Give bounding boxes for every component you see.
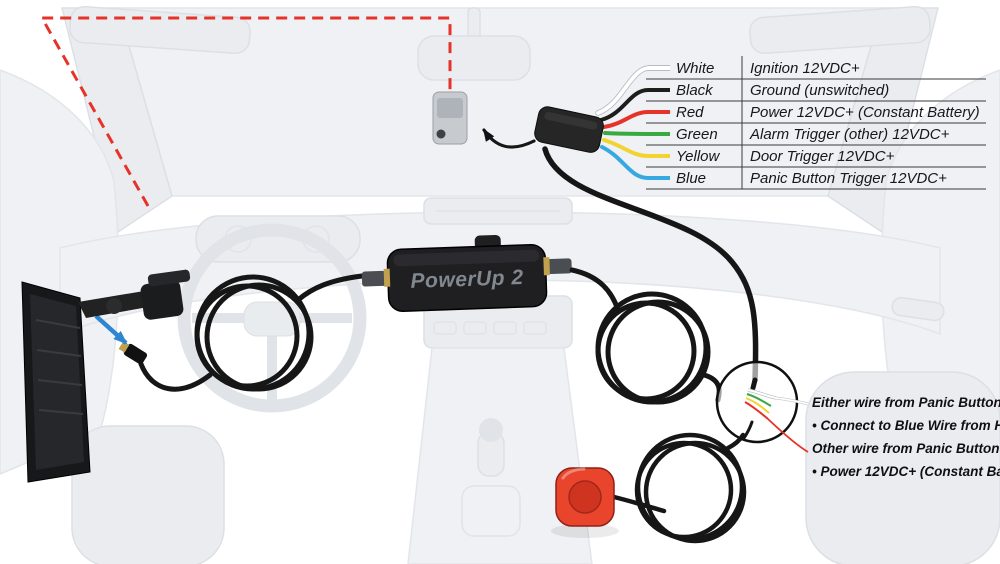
powerup-left-cable — [295, 273, 365, 303]
legend-color-name: Red — [676, 104, 704, 121]
mirror-device — [432, 91, 468, 145]
wire-blue — [600, 145, 650, 180]
powerup-right-connector — [547, 258, 572, 275]
legend-desc: Ignition 12VDC+ — [750, 60, 860, 77]
wire-green — [603, 131, 650, 136]
harness-main-cable — [542, 146, 759, 383]
wire-legend: White Ignition 12VDC+ Black Ground (unsw… — [646, 56, 986, 190]
splice-wire-white — [747, 389, 777, 399]
seat-right — [805, 371, 1000, 564]
leader-wire-white — [775, 397, 809, 405]
sun-visor-right — [749, 5, 931, 55]
legend-color-name: White — [676, 60, 714, 77]
rearview-mirror — [417, 35, 531, 81]
legend-color-name: Blue — [676, 170, 706, 187]
plug-arrow-blue — [94, 314, 128, 345]
monitor-cable-tail — [138, 361, 213, 392]
panic-cable-coil — [634, 432, 747, 544]
mirror-device-lens — [436, 129, 446, 139]
mirror-stem — [467, 7, 481, 41]
panic-cable-to-splice — [725, 432, 746, 451]
splice-wire-green — [746, 393, 772, 407]
wire-yellow — [602, 138, 650, 158]
monitor-unit — [21, 281, 91, 483]
legend-desc: Panic Button Trigger 12VDC+ — [750, 170, 947, 187]
wire-red — [602, 110, 650, 129]
leader-wire-red — [767, 418, 809, 453]
legend-desc: Power 12VDC+ (Constant Battery) — [750, 104, 980, 121]
seat-left — [71, 425, 225, 564]
note-line-3: Other wire from Panic Button — [812, 441, 1000, 456]
notes: Either wire from Panic Button • Connect … — [812, 395, 1000, 479]
powerup-label: PowerUp 2 — [410, 266, 524, 293]
shift-knob — [479, 418, 503, 442]
mount-ball-joint — [106, 298, 122, 314]
splice-detail-circle — [715, 360, 799, 444]
panic-button — [551, 467, 619, 538]
harness-wires — [595, 65, 651, 180]
monitor-mount — [78, 269, 191, 320]
legend-desc: Door Trigger 12VDC+ — [750, 148, 895, 165]
right-cable-coil — [595, 291, 711, 405]
harness-to-device-arrow — [482, 128, 536, 149]
legend-desc: Alarm Trigger (other) 12VDC+ — [749, 126, 950, 143]
legend-color-name: Green — [676, 126, 718, 143]
car-interior-background — [0, 5, 1000, 564]
legend-color-name: Black — [676, 82, 714, 99]
wire-black — [599, 88, 650, 122]
note-line-4: • Power 12VDC+ (Constant Battery) — [812, 464, 1000, 479]
note-line-1: Either wire from Panic Button — [812, 395, 1000, 410]
legend-color-name: Yellow — [676, 148, 721, 165]
splice-wire-yellow — [745, 397, 770, 414]
monitor-plug — [118, 341, 148, 365]
wiring-harness-connector — [534, 106, 604, 153]
powerup-unit: PowerUp 2 — [361, 234, 572, 312]
panic-button-cap — [568, 480, 602, 514]
left-cable-coil — [194, 274, 314, 392]
note-line-2: • Connect to Blue Wire from Harness — [812, 418, 1000, 433]
wire-white — [596, 66, 650, 115]
legend-desc: Ground (unswitched) — [750, 82, 889, 99]
door-handle-right — [891, 296, 945, 322]
splice-wire-red — [744, 401, 769, 420]
powerup-left-connector — [361, 270, 387, 287]
cable-routing-dashed-line — [39, 16, 452, 207]
